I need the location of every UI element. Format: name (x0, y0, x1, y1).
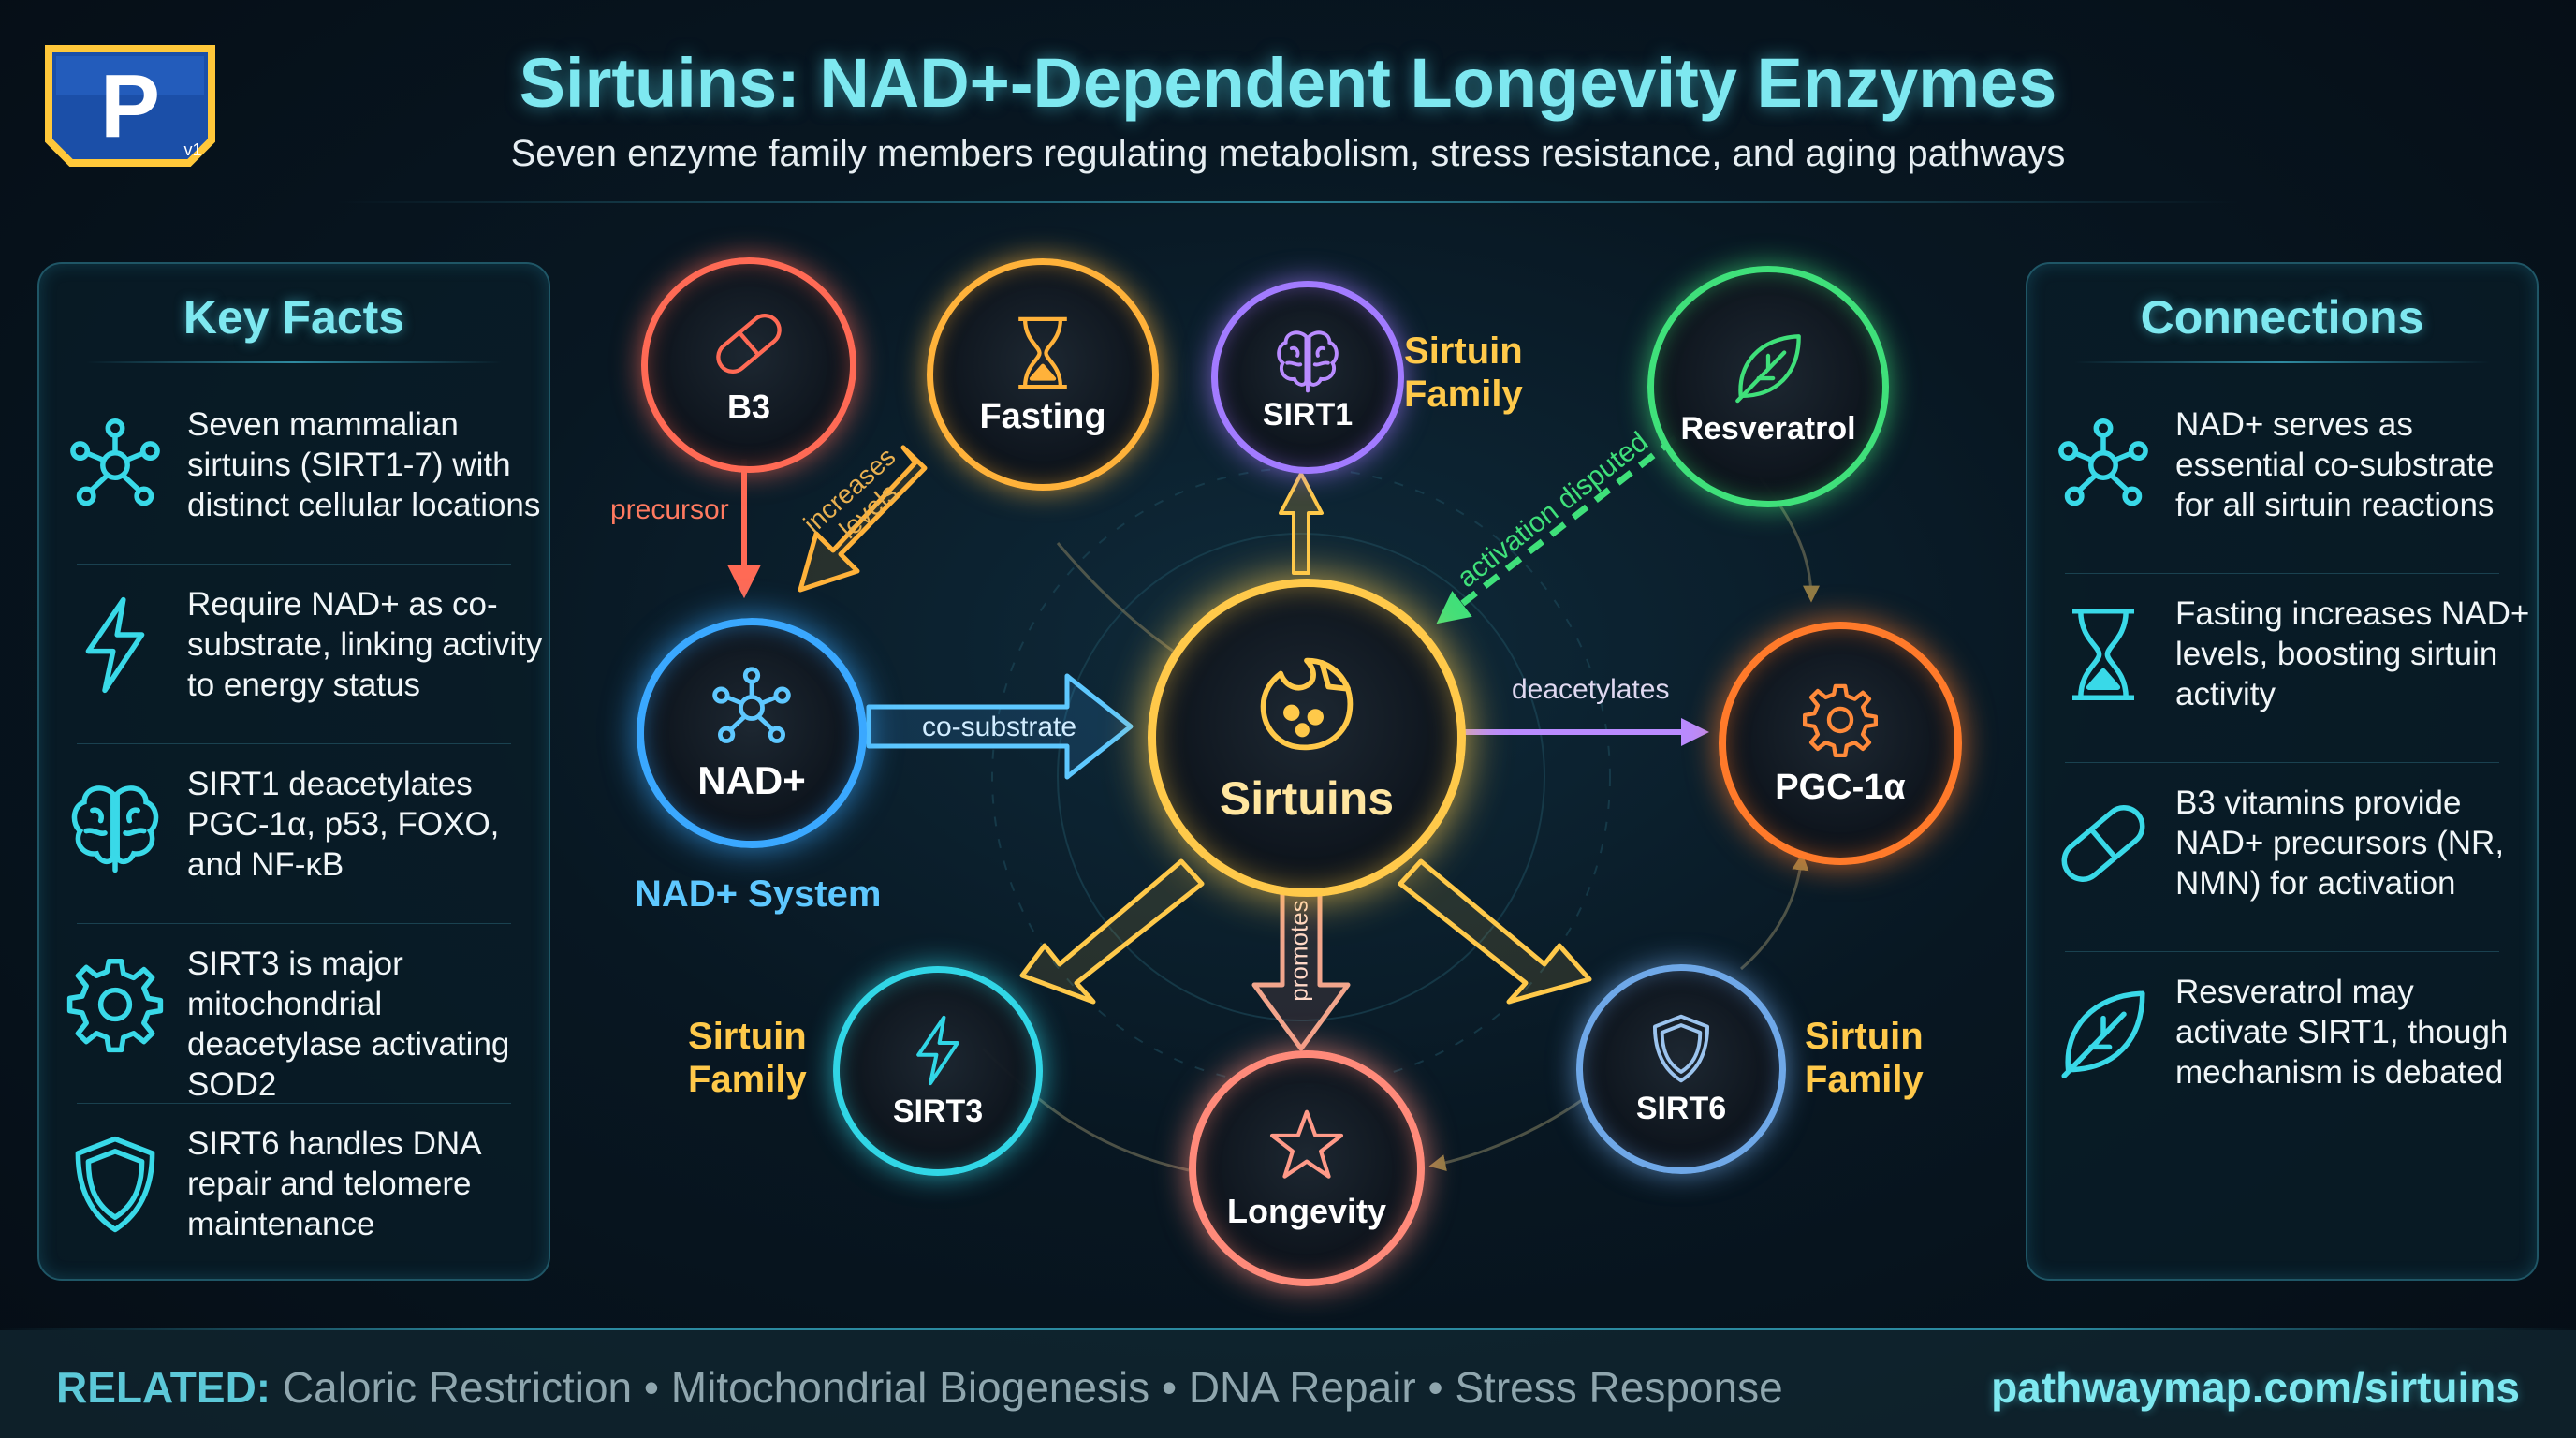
node-sirt3[interactable]: SIRT3 (833, 966, 1043, 1176)
sirt3-family-label: Sirtuin Family (688, 1016, 807, 1100)
node-label: Sirtuins (1219, 772, 1395, 825)
connection-text: B3 vitamins provide NAD+ precursors (NR,… (2175, 785, 2505, 902)
node-label: Resveratrol (1680, 410, 1856, 447)
key-facts-rule (86, 361, 502, 363)
header-divider (337, 201, 2239, 203)
footer-background (0, 1330, 2576, 1438)
node-longevity[interactable]: Longevity (1189, 1050, 1425, 1286)
fact-item: Require NAD+ as co-substrate, linking ac… (39, 584, 549, 743)
connection-divider (2065, 951, 2499, 952)
connections-title: Connections (2140, 291, 2424, 344)
footer-divider (0, 1328, 2576, 1330)
network-icon (707, 663, 797, 753)
connections-rule (2074, 361, 2490, 363)
resveratrol-to-sirtuins-arrow (1436, 435, 1678, 624)
background-rings (991, 467, 1611, 1087)
nad-system-label: NAD+ System (635, 873, 882, 915)
connection-item: Fasting increases NAD+ levels, boosting … (2027, 594, 2537, 753)
node-pgc[interactable]: PGC-1α (1719, 622, 1962, 865)
node-label: Longevity (1226, 1192, 1386, 1230)
fasting-to-nad-arrow (798, 445, 928, 593)
leaf-icon (1728, 327, 1808, 407)
fact-item: SIRT3 is major mitochondrial deacetylase… (39, 944, 549, 1103)
node-label: Fasting (979, 396, 1106, 436)
edge-label-precursor: precursor (610, 494, 729, 525)
connection-text: NAD+ serves as essential co-substrate fo… (2175, 406, 2495, 523)
sirt6-family-label: Sirtuin Family (1805, 1016, 1924, 1100)
node-label: SIRT3 (892, 1093, 984, 1129)
connection-text: Resveratrol may activate SIRT1, though m… (2175, 974, 2509, 1091)
gear-icon (1800, 680, 1881, 760)
page-subtitle: Seven enzyme family members regulating m… (510, 133, 2066, 174)
related-topics: RELATED: Caloric Restriction • Mitochond… (56, 1362, 1783, 1413)
logo-letter: P (100, 56, 160, 156)
connection-divider (2065, 573, 2499, 574)
sirtuins-to-longevity-arrow (1251, 885, 1351, 1051)
related-items: Caloric Restriction • Mitochondrial Biog… (282, 1363, 1783, 1412)
connection-text: Fasting increases NAD+ levels, boosting … (2175, 595, 2530, 712)
fact-divider (77, 1103, 511, 1104)
node-b3[interactable]: B3 (641, 257, 856, 473)
enzyme-icon (1252, 650, 1361, 758)
connection-item: Resveratrol may activate SIRT1, though m… (2027, 972, 2537, 1131)
connection-item: NAD+ serves as essential co-substrate fo… (2027, 404, 2537, 564)
node-sirt1[interactable]: SIRT1 (1211, 281, 1404, 474)
node-sirt6[interactable]: SIRT6 (1576, 964, 1786, 1174)
key-facts-title: Key Facts (183, 291, 405, 344)
sirtuins-to-sirt1-arrow (1279, 472, 1324, 575)
fact-text: Seven mammalian sirtuins (SIRT1-7) with … (187, 406, 541, 523)
node-label: SIRT1 (1262, 396, 1354, 433)
app-logo: P v1 (45, 45, 215, 167)
star-icon (1267, 1106, 1346, 1184)
pill-icon (709, 303, 789, 384)
node-label: B3 (726, 388, 771, 426)
node-sirtuins[interactable]: Sirtuins (1148, 579, 1466, 897)
fact-divider (77, 564, 511, 565)
node-label: PGC-1α (1775, 767, 1906, 807)
node-fasting[interactable]: Fasting (927, 258, 1159, 491)
hourglass-icon (1003, 313, 1083, 393)
key-facts-panel: Key Facts Seven mammalian sirtuins (SIRT… (37, 262, 550, 1281)
fact-text: SIRT1 deacetylates PGC-1α, p53, FOXO, an… (187, 766, 500, 883)
node-resveratrol[interactable]: Resveratrol (1647, 266, 1889, 507)
nad-to-sirtuins-arrow (866, 673, 1134, 780)
node-nad[interactable]: NAD+ (637, 618, 867, 848)
fact-divider (77, 743, 511, 744)
fact-text: SIRT3 is major mitochondrial deacetylase… (187, 946, 510, 1103)
fact-item: SIRT6 handles DNA repair and telomere ma… (39, 1123, 549, 1283)
fact-item: SIRT1 deacetylates PGC-1α, p53, FOXO, an… (39, 764, 549, 923)
logo-version: v1 (183, 140, 201, 159)
related-label: RELATED: (56, 1363, 271, 1412)
brain-icon (1271, 322, 1344, 395)
edge-label-deacetylates: deacetylates (1512, 674, 1670, 705)
fact-item: Seven mammalian sirtuins (SIRT1-7) with … (39, 404, 549, 564)
site-link[interactable]: pathwaymap.com/sirtuins (1991, 1363, 2520, 1412)
sirtuins-to-sirt3-arrow (1019, 858, 1205, 1005)
connection-divider (2065, 762, 2499, 763)
node-label: SIRT6 (1635, 1090, 1727, 1126)
fact-text: Require NAD+ as co-substrate, linking ac… (187, 586, 543, 703)
connection-item: B3 vitamins provide NAD+ precursors (NR,… (2027, 783, 2537, 942)
fact-divider (77, 923, 511, 924)
sirt1-family-label: Sirtuin Family (1404, 330, 1523, 415)
sirtuins-to-sirt6-arrow (1398, 858, 1592, 1005)
edge-label-co-substrate: co-substrate (922, 712, 1077, 742)
page-title: Sirtuins: NAD+-Dependent Longevity Enzym… (519, 44, 2057, 122)
connections-panel: Connections NAD+ serves as essential co-… (2026, 262, 2539, 1281)
node-label: NAD+ (697, 758, 806, 802)
edge-label-promotes: promotes (1284, 900, 1313, 1002)
fact-text: SIRT6 handles DNA repair and telomere ma… (187, 1125, 480, 1242)
shield-icon (1645, 1012, 1718, 1085)
lightning-icon (900, 1013, 975, 1088)
